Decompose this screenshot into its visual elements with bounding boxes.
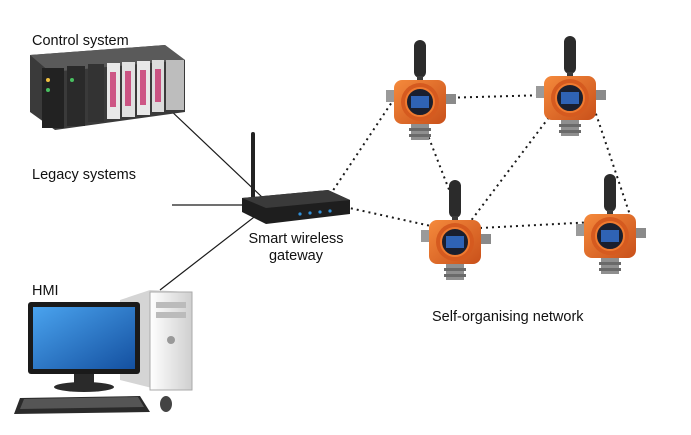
control-system-label: Control system [32,33,129,49]
wireless-gas-transmitter-icon [420,179,492,281]
network-label: Self-organising network [432,309,584,325]
desktop-computer-icon [14,290,193,414]
legacy-systems-label: Legacy systems [32,167,136,183]
mesh-links [329,94,631,229]
gateway-label: Smart wireless gateway [230,231,362,265]
wireless-gas-transmitter-icon [575,173,647,275]
wireless-gas-transmitter-icon [385,39,457,141]
wireless-router-icon [242,132,350,224]
gateway-label-line1: Smart wireless [248,231,344,247]
wireless-gas-transmitter-icon [535,35,607,137]
plc-rack-icon [30,45,185,130]
gateway-label-line2: gateway [268,248,323,264]
wired-links [159,107,264,291]
link-hmi-gateway [159,213,259,291]
link-control-gateway [167,107,264,199]
hmi-label: HMI [32,283,59,299]
